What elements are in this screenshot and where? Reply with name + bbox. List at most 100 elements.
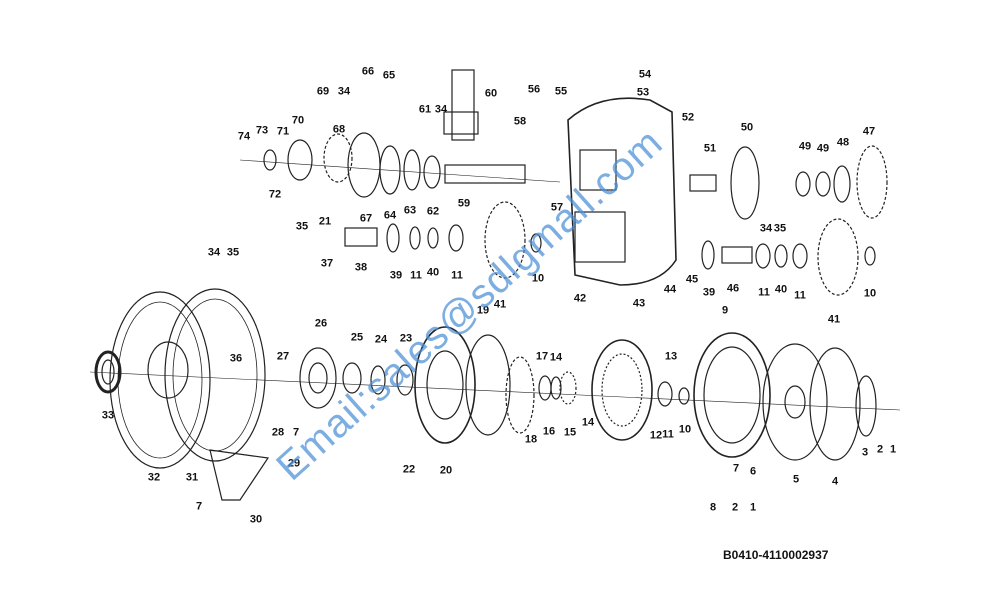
housing-31 — [164, 288, 266, 462]
part-callout-53: 53 — [636, 86, 650, 99]
part-callout-25: 25 — [350, 331, 364, 344]
part-callout-29: 29 — [287, 457, 301, 470]
part-callout-49: 49 — [816, 142, 830, 155]
part-callout-57: 57 — [550, 201, 564, 214]
part-callout-18: 18 — [524, 433, 538, 446]
part-callout-14: 14 — [581, 416, 595, 429]
part-callout-8: 8 — [709, 501, 717, 514]
gearbox-housing-44 — [567, 97, 677, 286]
part-callout-34: 34 — [207, 246, 221, 259]
cover-29 — [209, 449, 270, 501]
part-callout-1: 1 — [889, 443, 897, 456]
part-callout-23: 23 — [399, 332, 413, 345]
reference-code: B0410-4110002937 — [723, 548, 829, 562]
part-callout-5: 5 — [792, 473, 800, 486]
part-callout-66: 66 — [361, 65, 375, 78]
part-callout-61: 61 — [418, 103, 432, 116]
part-24 — [370, 365, 386, 395]
part-callout-67: 67 — [359, 212, 373, 225]
part-callout-69: 69 — [316, 85, 330, 98]
part-callout-59: 59 — [457, 197, 471, 210]
part-callout-49: 49 — [798, 140, 812, 153]
part-23 — [396, 364, 414, 396]
part-20 — [414, 326, 476, 444]
lower-axis-line — [89, 371, 901, 411]
part-callout-6: 6 — [749, 465, 757, 478]
part-64 — [379, 145, 401, 195]
gear-41-right — [817, 218, 859, 296]
part-callout-27: 27 — [276, 350, 290, 363]
part-callout-58: 58 — [513, 115, 527, 128]
part-callout-43: 43 — [632, 297, 646, 310]
part-callout-74: 74 — [237, 130, 251, 143]
gear-47 — [856, 145, 888, 219]
part-callout-50: 50 — [740, 121, 754, 134]
part-callout-68: 68 — [332, 123, 346, 136]
part-callout-72: 72 — [268, 188, 282, 201]
part-callout-4: 4 — [831, 475, 839, 488]
part-callout-17: 17 — [535, 350, 549, 363]
part-callout-37: 37 — [320, 257, 334, 270]
part-callout-60: 60 — [484, 87, 498, 100]
part-callout-10: 10 — [531, 272, 545, 285]
part-9 — [693, 332, 771, 458]
part-26 — [299, 347, 337, 409]
part-callout-30: 30 — [249, 513, 263, 526]
part-callout-40: 40 — [426, 266, 440, 279]
part-50 — [730, 146, 760, 220]
part-62 — [423, 155, 441, 189]
part-callout-11: 11 — [758, 286, 770, 299]
part-callout-1: 1 — [749, 501, 757, 514]
part-callout-51: 51 — [703, 142, 717, 155]
part-callout-21: 21 — [318, 215, 332, 228]
part-callout-7: 7 — [195, 500, 203, 513]
part-callout-39: 39 — [702, 286, 716, 299]
part-callout-11: 11 — [410, 269, 422, 282]
part-callout-16: 16 — [542, 425, 556, 438]
part-callout-35: 35 — [226, 246, 240, 259]
part-callout-62: 62 — [426, 205, 440, 218]
part-70 — [287, 139, 313, 181]
turbine-13 — [591, 339, 653, 441]
part-callout-32: 32 — [147, 471, 161, 484]
part-callout-24: 24 — [374, 333, 388, 346]
part-callout-10: 10 — [678, 423, 692, 436]
part-19 — [465, 334, 511, 436]
part-callout-71: 71 — [276, 125, 290, 138]
part-callout-10: 10 — [863, 287, 877, 300]
part-callout-20: 20 — [439, 464, 453, 477]
part-callout-64: 64 — [383, 209, 397, 222]
part-callout-14: 14 — [549, 351, 563, 364]
part-callout-52: 52 — [681, 111, 695, 124]
part-callout-63: 63 — [403, 204, 417, 217]
part-callout-65: 65 — [382, 69, 396, 82]
part-callout-33: 33 — [101, 409, 115, 422]
part-38 — [344, 227, 378, 247]
part-callout-41: 41 — [827, 313, 841, 326]
part-4 — [809, 347, 861, 461]
part-callout-38: 38 — [354, 261, 368, 274]
part-callout-11: 11 — [451, 269, 463, 282]
part-51 — [689, 174, 717, 192]
part-callout-34: 34 — [759, 222, 773, 235]
part-callout-34: 34 — [337, 85, 351, 98]
part-46 — [721, 246, 753, 264]
part-callout-22: 22 — [402, 463, 416, 476]
part-callout-36: 36 — [229, 352, 243, 365]
part-callout-15: 15 — [563, 426, 577, 439]
part-callout-45: 45 — [685, 273, 699, 286]
part-callout-26: 26 — [314, 317, 328, 330]
part-callout-12: 12 — [649, 429, 663, 442]
part-callout-41: 41 — [493, 298, 507, 311]
gear-41-left — [484, 201, 526, 279]
part-callout-31: 31 — [185, 471, 199, 484]
part-callout-47: 47 — [862, 125, 876, 138]
part-callout-39: 39 — [389, 269, 403, 282]
part-callout-2: 2 — [731, 501, 739, 514]
part-68 — [323, 133, 353, 183]
part-67 — [347, 132, 381, 198]
part-callout-28: 28 — [271, 426, 285, 439]
gear-18 — [505, 356, 535, 434]
part-callout-11: 11 — [662, 428, 674, 441]
